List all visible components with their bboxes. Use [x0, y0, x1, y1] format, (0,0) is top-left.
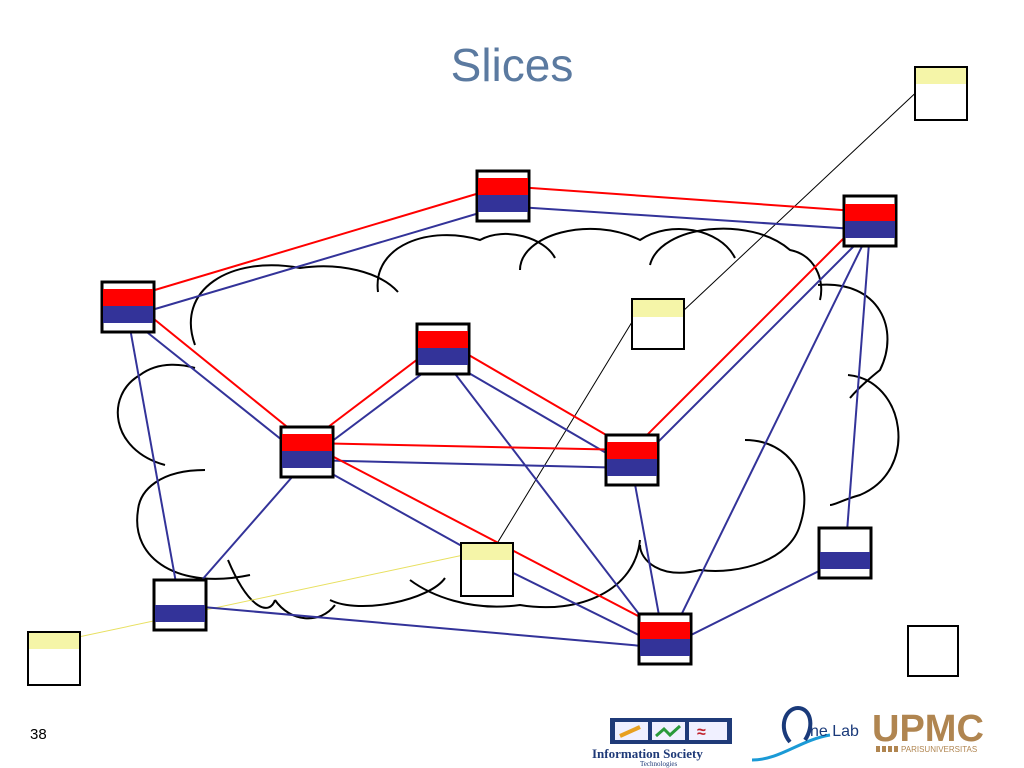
node-red-blue — [100, 280, 156, 334]
ist-logo-line2: Technologies — [640, 760, 677, 768]
link-external-bottom-left — [54, 549, 488, 643]
ist-logo-line1: Information Society — [592, 746, 703, 761]
onelab-logo: ne Lab — [751, 705, 859, 762]
link-gateway-lower — [486, 321, 633, 561]
onelab-logo-text: ne Lab — [810, 723, 859, 740]
node-red-blue — [279, 425, 335, 479]
node-empty — [907, 625, 959, 677]
node-gateway-lower — [460, 542, 514, 597]
node-red-blue — [842, 194, 898, 248]
network-cloud — [116, 227, 900, 620]
svg-text:≈: ≈ — [697, 724, 706, 741]
upmc-logo-text: UPMC — [872, 708, 984, 750]
node-gateway-upper — [631, 298, 685, 350]
node-external-bottom-left — [27, 631, 81, 686]
page-number: 38 — [30, 726, 47, 743]
node-red-blue — [415, 322, 471, 376]
link-external-top-right — [681, 69, 941, 313]
node-blue — [152, 578, 208, 632]
node-blue — [817, 526, 873, 580]
node-red-blue — [475, 169, 531, 223]
internet-links — [486, 69, 941, 561]
slide-title: Slices — [450, 39, 574, 91]
node-red-blue — [637, 612, 693, 666]
upmc-logo-tag: PARISUNIVERSITAS — [901, 745, 977, 754]
upmc-logo: UPMC PARISUNIVERSITAS — [872, 708, 984, 754]
node-external-top-right — [914, 66, 968, 121]
node-red-blue — [604, 433, 660, 487]
ist-logo: ≈ Information Society Technologies — [592, 718, 732, 768]
